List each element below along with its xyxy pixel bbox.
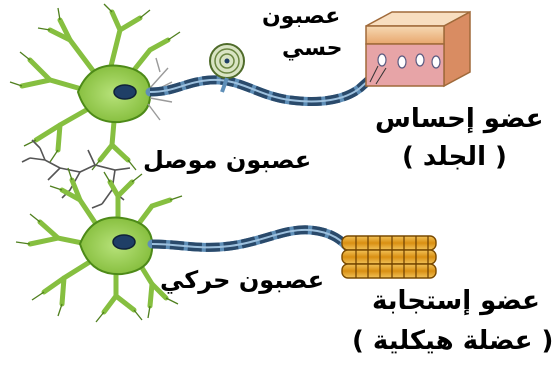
sensory-nucleus [114,85,136,99]
effector-organ-label-line1: عضو إستجابة [372,288,540,314]
sense-organ-label-line2: ( الجلد ) [402,144,507,170]
effector-organ-label-line2: ( عضلة هيكلية ) [352,328,553,354]
motor-nucleus [113,235,135,249]
skeletal-muscle [342,236,436,278]
sense-organ-label-line1: عضو إحساس [375,106,543,132]
skin-organ [366,12,470,86]
motor-neuron-label: عصبون حركي [160,268,324,292]
sensory-neuron-label-line2: حسي [282,38,343,60]
sensory-neuron-label-line1: عصبون [262,6,340,28]
interneuron-label: عصبون موصل [143,148,311,172]
sensory-axon [150,72,378,102]
